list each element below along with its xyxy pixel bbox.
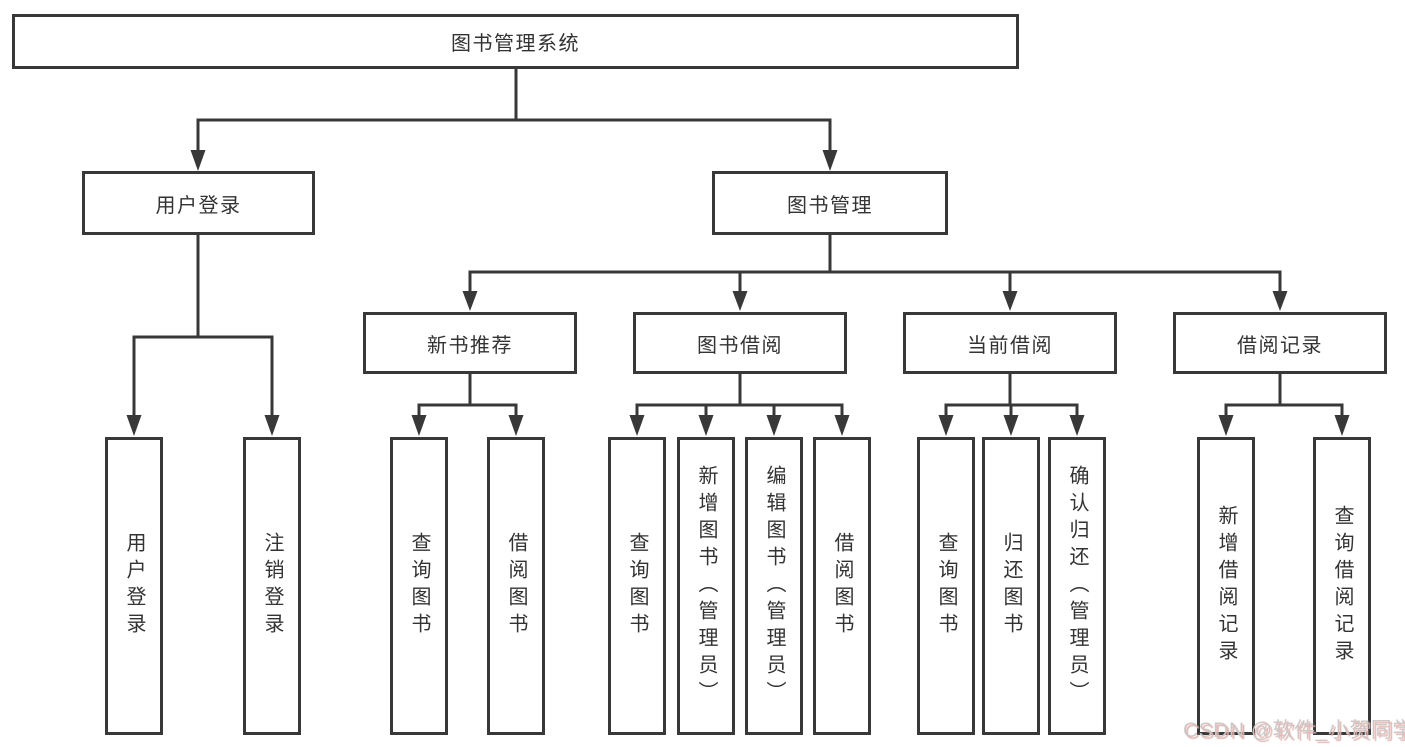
node-label: 查询借阅记录 [1331, 505, 1353, 667]
node-label: 确认归还（管理员） [1066, 464, 1088, 708]
node-new-book-recommendation: 新书推荐 [363, 312, 577, 374]
node-library-management-system: 图书管理系统 [12, 14, 1019, 69]
node-label: 借阅图书 [505, 532, 527, 640]
leaf-borrow-borrow-books: 借阅图书 [813, 437, 871, 735]
node-label: 图书借阅 [697, 334, 783, 357]
node-label: 图书管理 [787, 194, 873, 217]
node-current-borrowing: 当前借阅 [903, 312, 1117, 374]
watermark: CSDN @软件_小贺同学 [1183, 719, 1405, 742]
leaf-borrow-edit-books-admin: 编辑图书（管理员） [745, 437, 803, 735]
leaf-borrow-add-books-admin: 新增图书（管理员） [677, 437, 735, 735]
node-label: 新增借阅记录 [1215, 505, 1237, 667]
node-user-login: 用户登录 [82, 171, 315, 235]
leaf-current-query-books: 查询图书 [917, 437, 975, 735]
leaf-logout: 注销登录 [243, 437, 301, 735]
leaf-current-return-books: 归还图书 [982, 437, 1040, 735]
node-label: 借阅记录 [1237, 334, 1323, 357]
leaf-records-add-record: 新增借阅记录 [1197, 437, 1255, 735]
node-label: 新增图书（管理员） [695, 464, 717, 708]
node-label: 新书推荐 [427, 334, 513, 357]
leaf-borrow-query-books: 查询图书 [608, 437, 666, 735]
leaf-user-login: 用户登录 [105, 437, 163, 735]
leaf-recommend-borrow-books: 借阅图书 [487, 437, 545, 735]
leaf-recommend-query-books: 查询图书 [390, 437, 448, 735]
node-label: 图书管理系统 [451, 33, 580, 55]
leaf-records-query-record: 查询借阅记录 [1313, 437, 1371, 735]
node-label: 借阅图书 [831, 532, 853, 640]
node-label: 用户登录 [123, 532, 145, 640]
node-book-borrowing: 图书借阅 [633, 312, 847, 374]
node-label: 用户登录 [155, 194, 242, 217]
arrowheads [126, 150, 1350, 436]
node-label: 注销登录 [261, 532, 283, 640]
leaf-current-confirm-return-admin: 确认归还（管理员） [1048, 437, 1106, 735]
node-label: 查询图书 [626, 532, 648, 640]
node-book-management: 图书管理 [712, 171, 948, 235]
node-label: 查询图书 [935, 532, 957, 640]
node-label: 当前借阅 [967, 334, 1053, 357]
node-borrowing-records: 借阅记录 [1173, 312, 1387, 374]
node-label: 编辑图书（管理员） [763, 464, 785, 708]
node-label: 查询图书 [408, 532, 430, 640]
node-label: 归还图书 [1000, 532, 1022, 640]
